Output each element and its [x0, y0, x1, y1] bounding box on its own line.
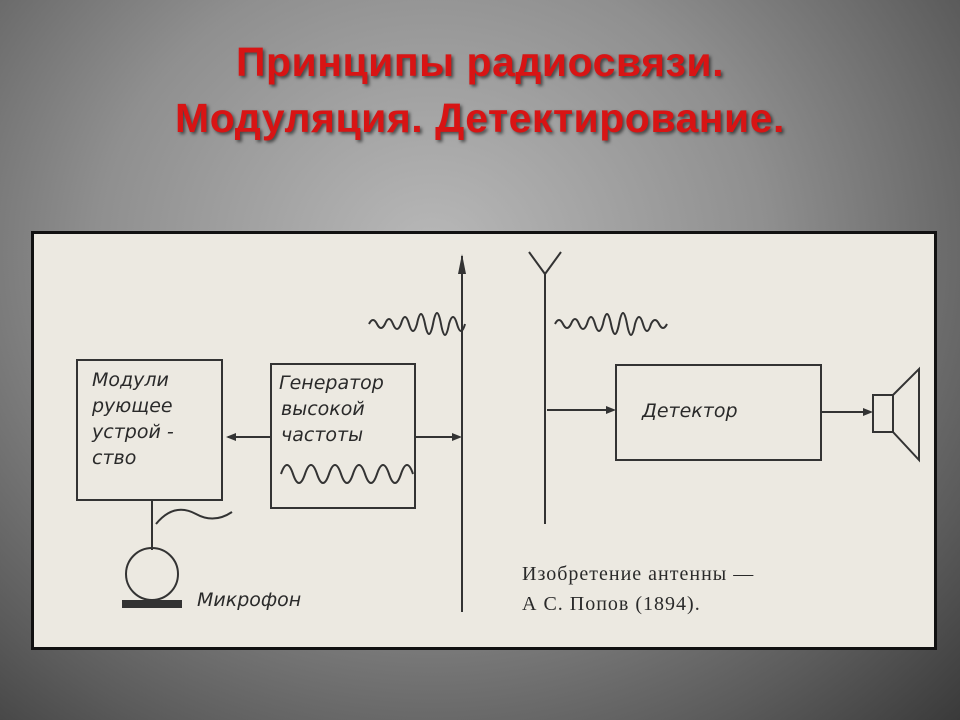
- modulator-block: [76, 359, 223, 501]
- generator-label-1: Генератор: [279, 372, 384, 394]
- arrow-head-speaker: [863, 408, 873, 416]
- received-wave-icon: [554, 312, 668, 336]
- title-line-1: Принципы радиосвязи.: [235, 39, 724, 85]
- detector-label: Детектор: [641, 400, 738, 422]
- radio-communication-diagram: Модули рующее устрой - ство Генератор вы…: [31, 231, 937, 650]
- caption-line-1: Изобретение антенны —: [522, 563, 754, 585]
- loudspeaker-icon: [872, 366, 920, 463]
- arrow-head-antenna: [452, 433, 462, 441]
- generator-label-3: частоты: [281, 424, 363, 446]
- caption-line-2: А С. Попов (1894).: [522, 593, 701, 615]
- carrier-wave-icon: [280, 464, 414, 484]
- diagram-canvas: Модули рующее устрой - ство Генератор вы…: [76, 251, 920, 615]
- modulator-label-1: Модули: [92, 369, 169, 391]
- slide-title: Принципы радиосвязи. Модуляция. Детектир…: [0, 34, 960, 146]
- microphone-icon: [122, 500, 233, 608]
- receive-antenna-tip-icon: [528, 251, 562, 276]
- modulator-label-2: рующее: [91, 395, 173, 417]
- modulator-label-4: ство: [92, 447, 136, 469]
- title-line-2: Модуляция. Детектирование.: [175, 95, 785, 141]
- microphone-label: Микрофон: [197, 589, 301, 611]
- transmitted-wave-icon: [368, 312, 466, 336]
- arrow-head-detector: [606, 406, 616, 414]
- generator-label-2: высокой: [281, 398, 365, 420]
- modulator-label-3: устрой -: [91, 421, 174, 443]
- arrow-head-modulator: [226, 433, 236, 441]
- transmit-antenna-tip-icon: [458, 254, 466, 274]
